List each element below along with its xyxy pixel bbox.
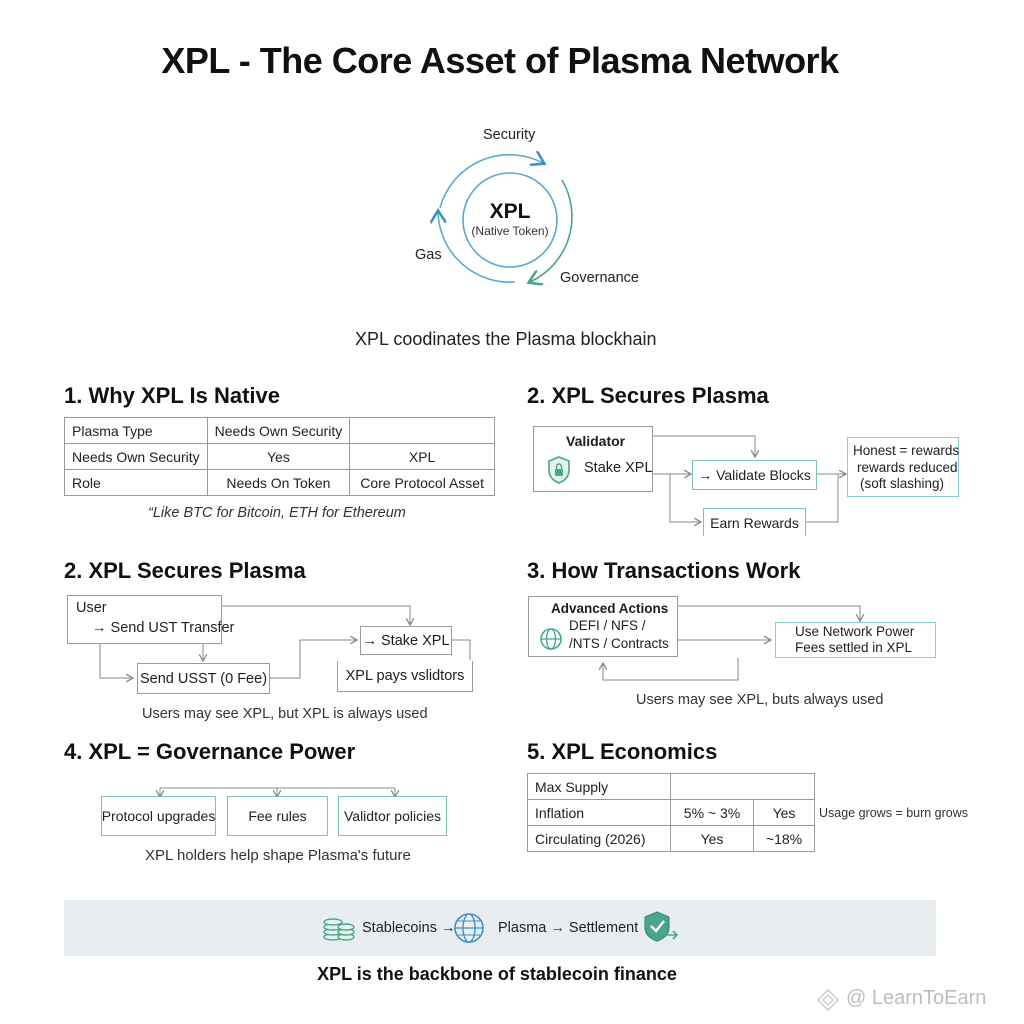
cycle-arrows	[438, 155, 573, 282]
section-4-note: XPL holders help shape Plasma's future	[145, 847, 411, 864]
validator-label: Validator	[566, 433, 626, 449]
section-1-note: “Like BTC for Bitcoin, ETH for Ethereum	[148, 505, 406, 521]
globe-network-icon	[454, 913, 484, 943]
user-box: User → Send UST Transfer	[67, 595, 234, 644]
section-2b-heading: 2. XPL Secures Plasma	[64, 558, 306, 583]
banner-stablecoins: Stablecoins →	[362, 920, 456, 936]
cycle-caption: XPL coodinates the Plasma blockhain	[355, 329, 657, 349]
table-row: Circulating (2026) Yes ~18%	[527, 825, 815, 852]
globe-icon	[540, 628, 562, 650]
table-cell	[670, 773, 815, 800]
advanced-actions-line-1: DEFI / NFS /	[569, 618, 646, 633]
section-3-heading: 3. How Transactions Work	[527, 558, 801, 583]
advanced-actions-line-2: /NTS / Contracts	[569, 636, 669, 651]
table-cell: Needs On Token	[206, 469, 351, 496]
table-cell: Needs Own Security	[64, 443, 208, 470]
section-4-heading: 4. XPL = Governance Power	[64, 739, 356, 764]
send-ust-label: → Send UST Transfer	[92, 620, 235, 636]
governance-box-protocol-upgrades: Protocol upgrades	[101, 796, 216, 836]
outcome-line-1: Honest = rewards	[853, 443, 960, 458]
section-2b-note: Users may see XPL, but XPL is always use…	[142, 706, 428, 722]
table-cell: Yes	[670, 825, 754, 852]
section-3-note: Users may see XPL, buts always used	[636, 692, 884, 708]
outcome-line-3: (soft slashing)	[860, 476, 945, 491]
banner-plasma-settlement: Plasma → Settlement	[498, 920, 639, 936]
table-row: Inflation 5% ~ 3% Yes	[527, 799, 815, 826]
network-power-line-1: Use Network Power	[795, 624, 915, 639]
table-cell: Yes	[753, 799, 815, 826]
table-cell: Core Protocol Asset	[349, 469, 495, 496]
cycle-label-gas: Gas	[415, 247, 442, 263]
table-row: Needs Own Security Yes XPL	[64, 443, 495, 470]
settlement-banner: Stablecoins → Plasma → Settlement	[64, 900, 936, 956]
user-label: User	[76, 600, 107, 616]
network-power-box: Use Network Power Fees settled in XPL	[775, 622, 936, 658]
section-2a-heading: 2. XPL Secures Plasma	[527, 383, 769, 408]
coin-stack-icon	[323, 918, 355, 941]
watermark-text: @ LearnToEarn	[846, 987, 987, 1009]
section-1-table: Plasma Type Needs Own Security Needs Own…	[64, 417, 495, 496]
table-cell: ~18%	[753, 825, 815, 852]
table-cell: Circulating (2026)	[527, 825, 671, 852]
table-cell: Yes	[206, 443, 351, 470]
cycle-center-subtitle: (Native Token)	[471, 224, 549, 238]
table-cell: Role	[64, 469, 208, 496]
network-power-line-2: Fees settled in XPL	[795, 640, 913, 655]
section-5-side-note: Usage grows = burn grows	[819, 806, 969, 820]
shield-check-icon	[644, 911, 679, 942]
validate-blocks-box: → Validate Blocks	[692, 460, 817, 490]
governance-box-fee-rules: Fee rules	[227, 796, 328, 836]
advanced-actions-title: Advanced Actions	[551, 601, 669, 616]
governance-box-validator-policies: Validtor policies	[338, 796, 447, 836]
validator-box: Validator Stake XPL	[533, 426, 653, 492]
table-cell: XPL	[349, 443, 495, 470]
table-cell: Max Supply	[527, 773, 671, 800]
table-cell: Needs Own Security	[206, 417, 351, 444]
footer-tagline: XPL is the backbone of stablecoin financ…	[317, 964, 677, 984]
cycle-center-title: XPL	[489, 200, 531, 223]
validator-outcomes-box: Honest = rewards rewards reduced (soft s…	[847, 437, 959, 497]
table-row: Plasma Type Needs Own Security	[64, 417, 495, 444]
table-cell: Inflation	[527, 799, 671, 826]
section-5-table: Max Supply Inflation 5% ~ 3% Yes Circula…	[527, 773, 815, 852]
stake-xpl-box: → Stake XPL	[360, 626, 452, 655]
stake-xpl-label: Stake XPL	[584, 460, 653, 476]
outcome-line-2: rewards reduced	[857, 460, 958, 475]
table-cell	[349, 417, 495, 444]
cycle-label-governance: Governance	[560, 270, 639, 286]
advanced-actions-box: Advanced Actions DEFI / NFS / /NTS / Con…	[528, 596, 678, 657]
shield-lock-icon	[548, 456, 570, 484]
table-row: Role Needs On Token Core Protocol Asset	[64, 469, 495, 496]
diamond-logo-icon	[816, 988, 840, 1012]
table-row: Max Supply	[527, 773, 815, 800]
xpl-pays-validators-box: XPL pays vslidtors	[337, 661, 473, 692]
cycle-label-security: Security	[483, 127, 536, 143]
section-1-heading: 1. Why XPL Is Native	[64, 383, 281, 408]
xpl-center-circle	[462, 172, 558, 268]
page-title: XPL - The Core Asset of Plasma Network	[161, 40, 839, 81]
send-usst-box: Send USST (0 Fee)	[137, 663, 270, 694]
table-cell: Plasma Type	[64, 417, 208, 444]
earn-rewards-box: Earn Rewards	[703, 508, 806, 536]
table-cell: 5% ~ 3%	[670, 799, 754, 826]
section-5-heading: 5. XPL Economics	[527, 739, 718, 764]
